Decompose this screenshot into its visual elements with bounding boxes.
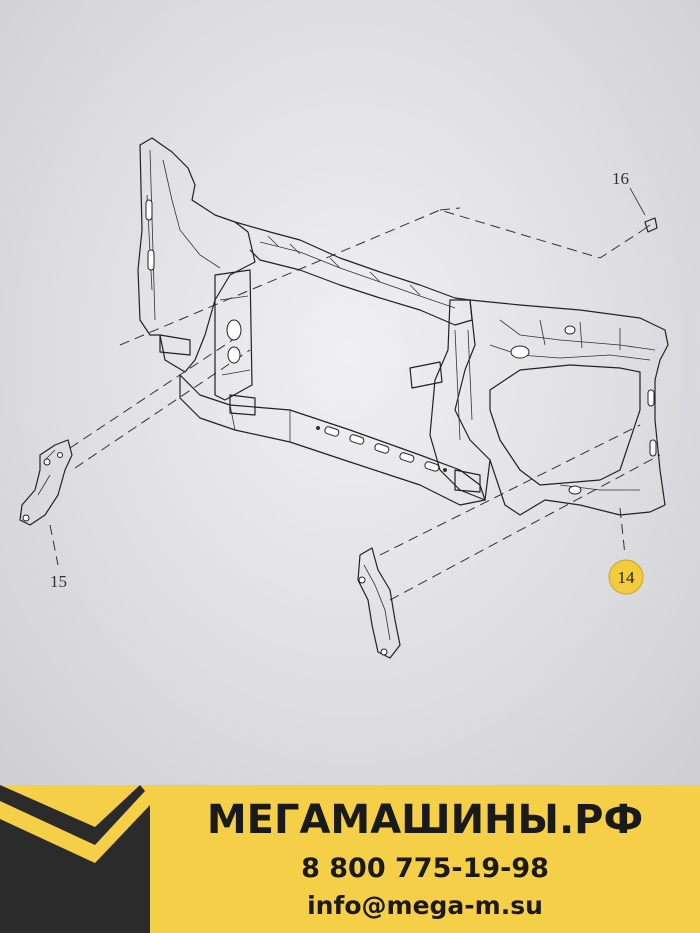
megamashiny-logo-icon: [0, 785, 150, 933]
brand-name: МЕГАМАШИНЫ.РФ: [206, 797, 644, 843]
parts-diagram: 16 15 14: [0, 0, 700, 785]
callout-16-label: 16: [612, 169, 629, 188]
radiator-support-drawing: 16 15 14: [19, 137, 669, 659]
callout-14-highlight: [608, 559, 644, 595]
bolt-part-16: [639, 217, 658, 233]
radiator-support-frame: [137, 137, 669, 516]
assembly-lines: [49, 207, 661, 601]
email-address[interactable]: info@mega-m.su: [307, 891, 543, 920]
contact-banner: МЕГАМАШИНЫ.РФ 8 800 775-19-98 info@mega-…: [0, 785, 700, 933]
callout-15-label: 15: [50, 572, 67, 591]
phone-number[interactable]: 8 800 775-19-98: [301, 853, 549, 884]
bracket-part-14: [357, 547, 401, 659]
callout-15: 15: [50, 572, 67, 591]
callout-14: 14: [608, 559, 644, 595]
callout-16: 16: [612, 169, 646, 216]
bracket-part-15: [19, 439, 73, 526]
callout-14-label: 14: [618, 568, 636, 587]
